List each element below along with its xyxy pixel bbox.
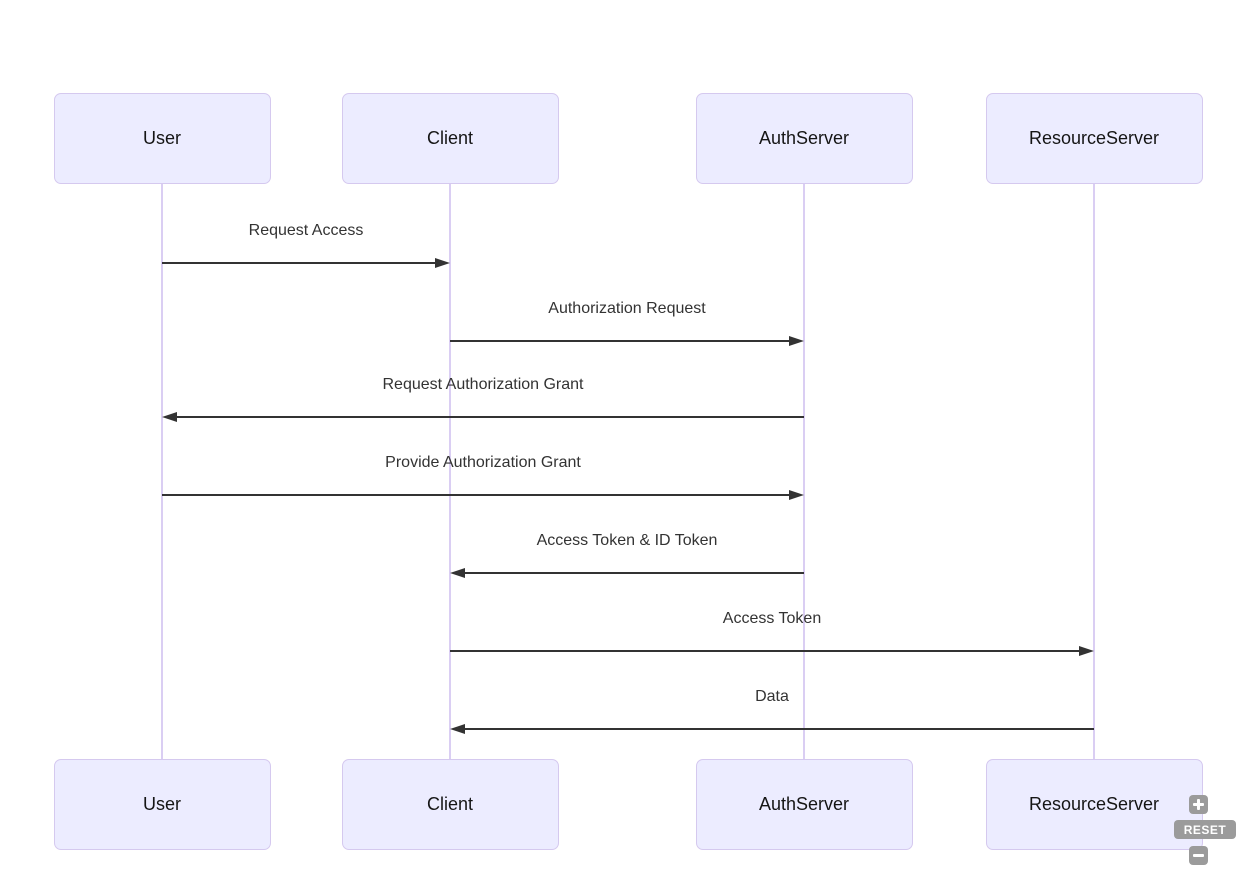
actor-label: ResourceServer: [1028, 794, 1160, 814]
actor-label: AuthServer: [758, 794, 850, 814]
message-arrowhead: [1079, 646, 1094, 656]
actor-label: ResourceServer: [1028, 128, 1160, 148]
message-arrowhead: [789, 490, 804, 500]
message-label: Data: [755, 688, 789, 705]
message-arrowhead: [435, 258, 450, 268]
actor-bottom-box-authserver: AuthServer: [695, 759, 913, 850]
message-arrowhead: [450, 724, 465, 734]
actor-top-box-client: Client: [341, 93, 559, 184]
actor-top-box-user: User: [53, 93, 271, 184]
message-line: [162, 262, 436, 264]
actor-label: User: [142, 128, 181, 148]
actor-top-box-authserver: AuthServer: [695, 93, 913, 184]
message-label: Request Authorization Grant: [382, 376, 584, 393]
message-label: Authorization Request: [548, 300, 706, 317]
message-arrowhead: [450, 568, 465, 578]
actor-label: Client: [426, 128, 474, 148]
message-arrowhead: [162, 412, 177, 422]
lifeline-resourceserver: [1093, 184, 1095, 759]
message-line: [464, 728, 1094, 730]
message-line: [464, 572, 804, 574]
message-line: [176, 416, 804, 418]
lifeline-authserver: [803, 184, 805, 759]
zoom-in-button[interactable]: [1189, 795, 1208, 814]
actor-bottom-box-user: User: [53, 759, 271, 850]
actor-bottom-box-client: Client: [341, 759, 559, 850]
reset-zoom-button[interactable]: RESET: [1174, 820, 1236, 839]
actor-bottom-box-resourceserver: ResourceServer: [985, 759, 1203, 850]
minus-icon: [1193, 850, 1204, 861]
message-line: [450, 650, 1080, 652]
actor-label: Client: [426, 794, 474, 814]
actor-top-box-resourceserver: ResourceServer: [985, 93, 1203, 184]
message-arrowhead: [789, 336, 804, 346]
plus-icon: [1193, 799, 1204, 810]
message-line: [162, 494, 790, 496]
message-label: Access Token & ID Token: [536, 532, 718, 549]
lifeline-user: [161, 184, 163, 759]
actor-label: AuthServer: [758, 128, 850, 148]
message-label: Access Token: [722, 610, 822, 627]
message-label: Provide Authorization Grant: [385, 454, 581, 471]
message-label: Request Access: [248, 222, 364, 239]
lifeline-client: [449, 184, 451, 759]
actor-label: User: [142, 794, 181, 814]
zoom-out-button[interactable]: [1189, 846, 1208, 865]
message-line: [450, 340, 790, 342]
